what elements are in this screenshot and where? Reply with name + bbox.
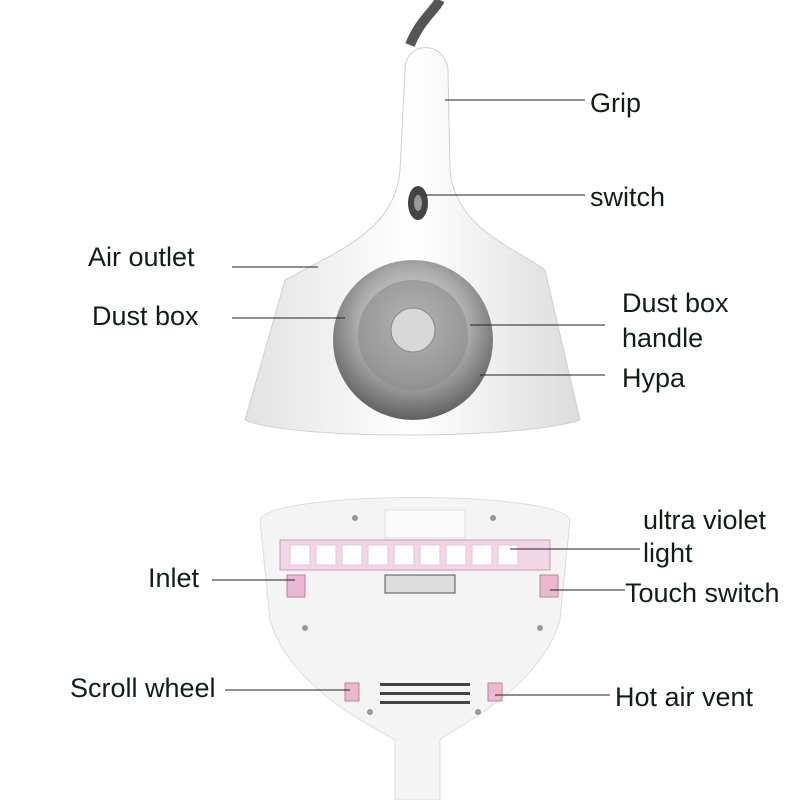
label-scroll-wheel: Scroll wheel bbox=[70, 673, 216, 703]
label-touch-switch: Touch switch bbox=[625, 578, 780, 608]
left-scroll-wheel bbox=[344, 682, 360, 702]
vacuum-top-body bbox=[244, 47, 581, 436]
leader-lines bbox=[212, 99, 640, 696]
right-touch-switch bbox=[539, 574, 559, 598]
inlet-slot bbox=[384, 574, 456, 594]
bottom-panel bbox=[384, 509, 466, 539]
label-hot-air-vent: Hot air vent bbox=[615, 682, 754, 712]
uv-light-cells bbox=[289, 544, 519, 566]
label-inlet: Inlet bbox=[148, 563, 200, 593]
power-cord bbox=[405, 0, 445, 47]
hot-air-vent bbox=[380, 683, 470, 704]
label-uv-2: light bbox=[643, 538, 693, 568]
label-grip: Grip bbox=[590, 88, 642, 118]
label-dust-box-handle-1: Dust box bbox=[622, 288, 729, 318]
label-switch: switch bbox=[590, 182, 666, 212]
left-touch-switch bbox=[286, 574, 306, 598]
right-scroll-wheel bbox=[487, 682, 503, 702]
label-dust-box: Dust box bbox=[92, 301, 199, 331]
label-uv-1: ultra violet bbox=[643, 505, 767, 535]
label-hypa: Hypa bbox=[622, 363, 686, 393]
label-dust-box-handle-2: handle bbox=[622, 323, 704, 353]
screws bbox=[302, 515, 543, 715]
switch-button-highlight bbox=[414, 195, 422, 211]
label-air-outlet: Air outlet bbox=[88, 242, 195, 272]
vacuum-bottom-body bbox=[259, 497, 571, 800]
dust-box-handle bbox=[390, 307, 436, 353]
